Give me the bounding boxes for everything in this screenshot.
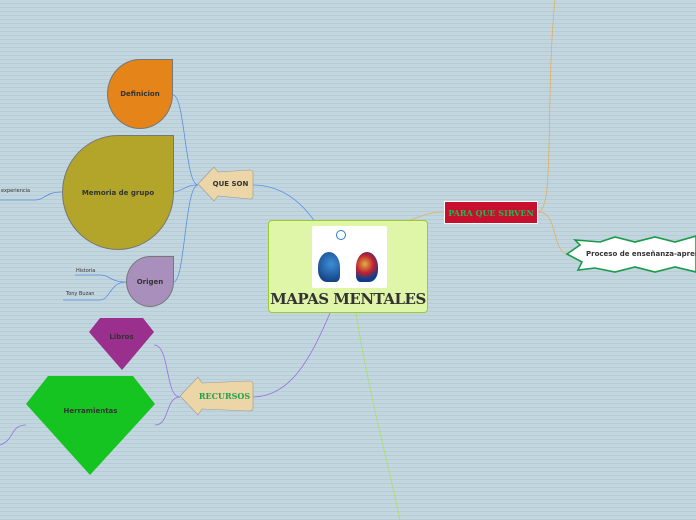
historia-label[interactable]: Historia [76, 268, 96, 274]
que-son-arrow-shape [197, 166, 254, 202]
proceso-node[interactable]: Proceso de enseñanza-aprendizaje [586, 250, 696, 258]
experiencia-label[interactable]: experiencia [1, 188, 31, 194]
memoria-de-grupo-node[interactable]: Memoria de grupo [62, 135, 174, 250]
libros-shape [89, 318, 154, 370]
para-que-sirven-node[interactable]: PARA QUE SIRVEN [444, 201, 538, 224]
tony-buzan-label[interactable]: Tony Buzan [66, 291, 95, 297]
brain-heads-image [312, 226, 387, 288]
recursos-arrow-shape [179, 376, 254, 416]
que-son-node[interactable]: QUE SON [212, 180, 249, 188]
recursos-node[interactable]: RECURSOS [198, 391, 251, 401]
central-title: MAPAS MENTALES [270, 290, 426, 308]
herramientas-shape [26, 376, 155, 475]
definicion-node[interactable]: Definicion [107, 59, 173, 129]
origen-node[interactable]: Origen [126, 256, 174, 307]
herramientas-node[interactable]: Herramientas [63, 407, 118, 415]
proceso-star-shape [565, 235, 696, 273]
libros-node[interactable]: Libros [109, 333, 134, 341]
central-node[interactable]: MAPAS MENTALES [268, 220, 428, 313]
